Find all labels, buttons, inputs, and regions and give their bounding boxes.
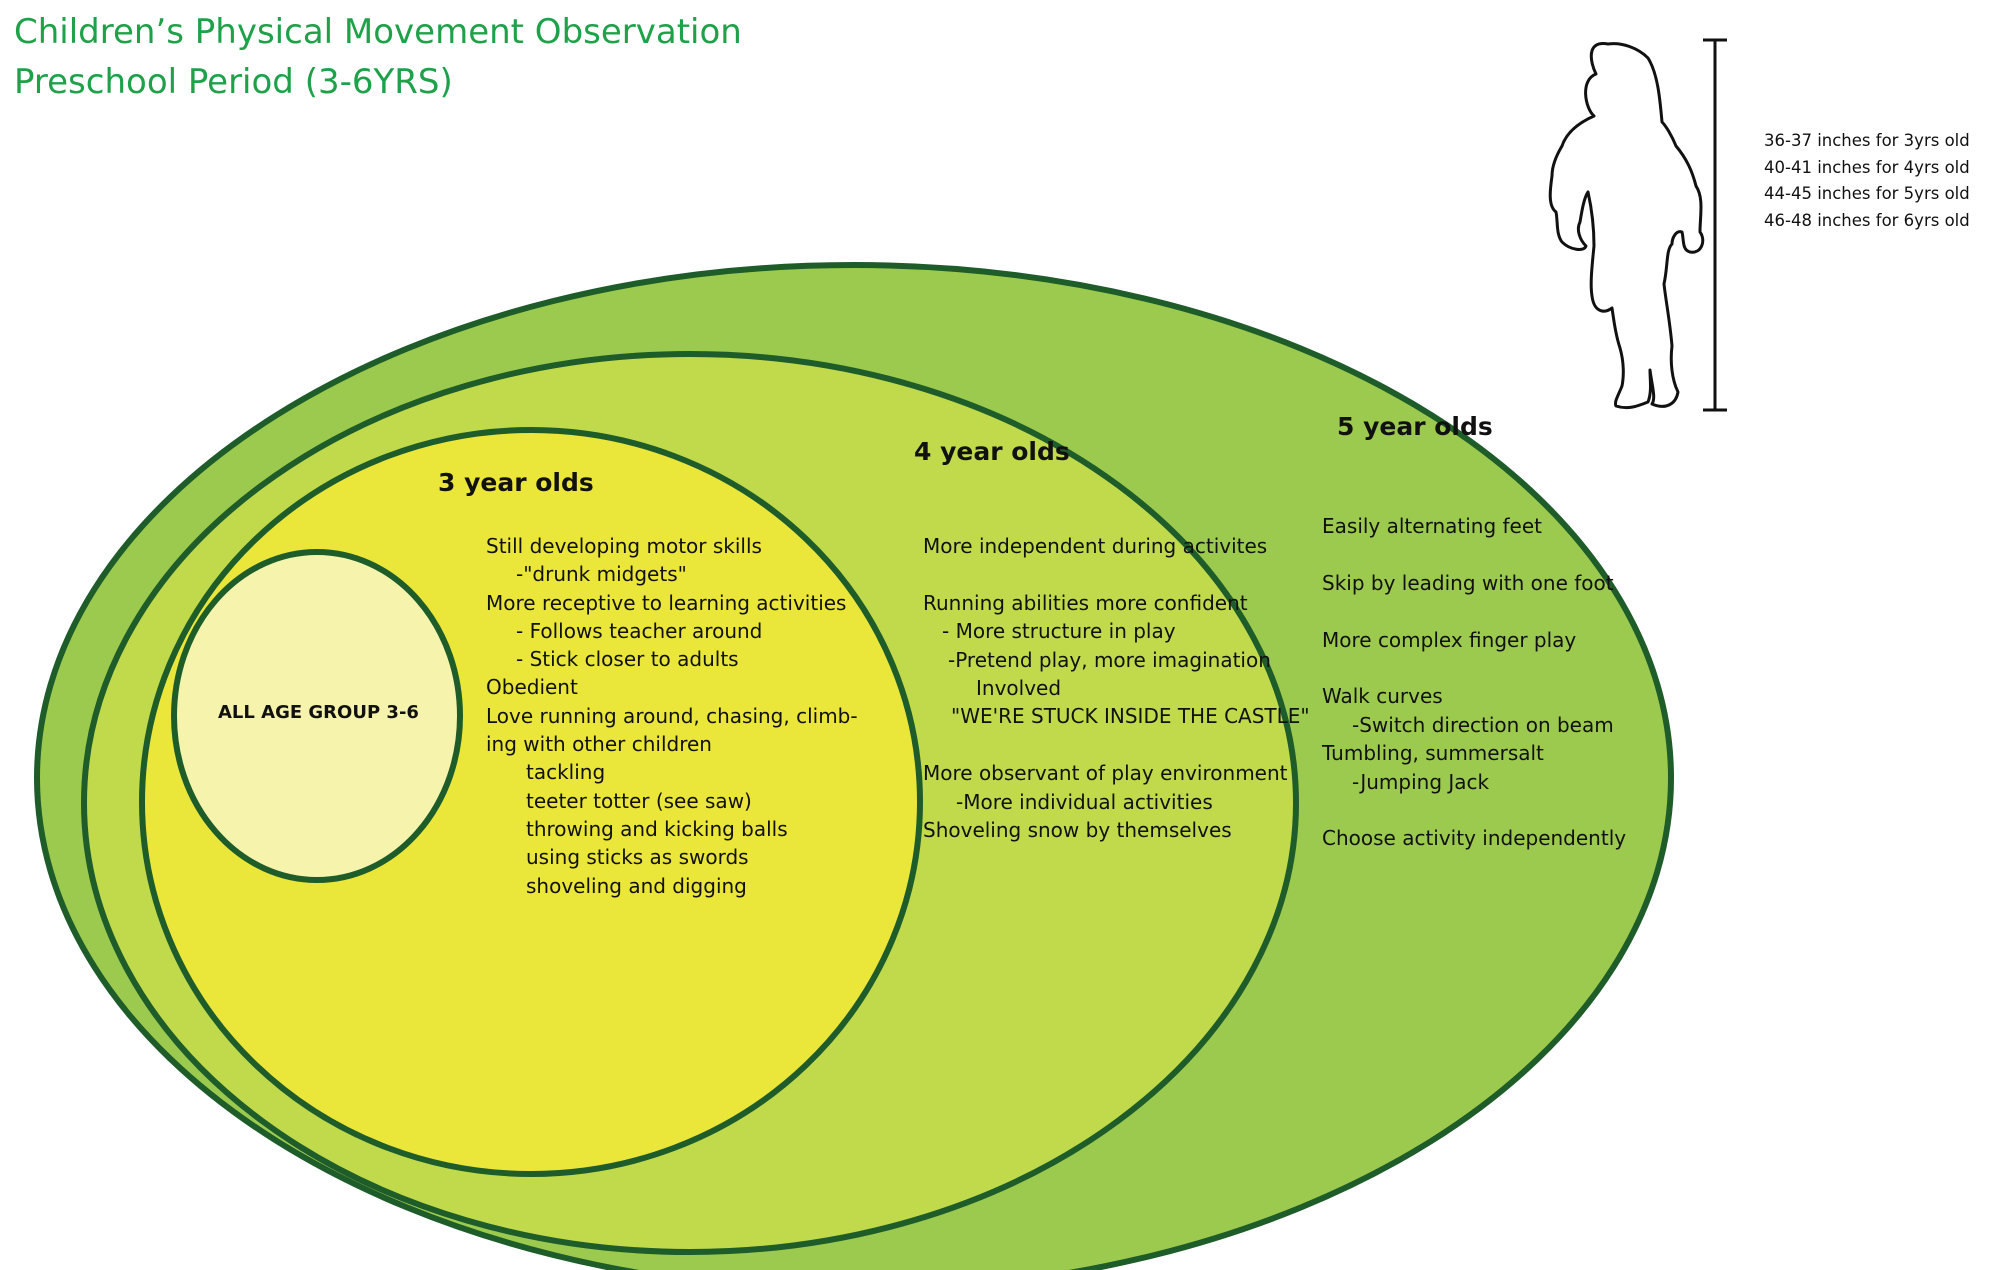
list-item: "WE'RE STUCK INSIDE THE CASTLE" (951, 704, 1310, 729)
list-item: 46-48 inches for 6yrs old (1764, 210, 1970, 230)
list-item: Skip by leading with one foot (1322, 570, 1614, 595)
core-label: ALL AGE GROUP 3-6 (218, 702, 419, 723)
height-scale-bar (1703, 38, 1727, 412)
list-item: Easily alternating feet (1322, 514, 1542, 538)
height-reference-list: 36-37 inches for 3yrs old 40-41 inches f… (1764, 128, 1970, 234)
list-item: 44-45 inches for 5yrs old (1764, 184, 1970, 203)
list-item: 40-41 inches for 4yrs old (1764, 157, 1970, 177)
list-item: More independent during activites (923, 534, 1268, 558)
child-silhouette-icon (1548, 42, 1705, 410)
list-item: throwing and kicking balls (526, 816, 788, 841)
list-item: Still developing motor skills (486, 534, 762, 558)
list-item: tackling (526, 760, 606, 785)
list-item: Shoveling snow by themselves (923, 818, 1232, 843)
list-item: shoveling and digging (526, 873, 747, 898)
list-item: More observant of play environment (923, 761, 1288, 786)
list-item: ​ (1322, 654, 1626, 682)
list-item: Running abilities more confident (923, 590, 1248, 615)
list-item: -More individual activities (956, 789, 1213, 814)
list-3-year-olds: Still developing motor skills -"drunk mi… (486, 532, 858, 900)
list-item: - Follows teacher around (516, 618, 763, 643)
list-item: Walk curves (1322, 684, 1443, 709)
heading-5-year-olds: 5 year olds (1337, 412, 1493, 441)
list-item: Obedient (486, 675, 578, 700)
list-item: Involved (976, 676, 1062, 701)
list-item: ​ (1322, 796, 1626, 824)
list-item: ​ (923, 731, 1310, 759)
list-item: - Stick closer to adults (516, 647, 739, 672)
list-item: -"drunk midgets" (516, 562, 687, 587)
list-item: ing with other children (486, 732, 712, 757)
list-item: -Jumping Jack (1352, 769, 1490, 794)
list-item: More complex finger play (1322, 627, 1577, 652)
list-item: 36-37 inches for 3yrs old (1764, 131, 1970, 150)
diagram-title-line2: Preschool Period (3-6YRS) (14, 62, 453, 102)
list-item: -Switch direction on beam (1352, 712, 1614, 737)
list-item: More receptive to learning activities (486, 590, 847, 615)
list-5-year-olds: Easily alternating feet ​ Skip by leadin… (1322, 512, 1626, 853)
list-item: using sticks as swords (526, 845, 749, 870)
heading-4-year-olds: 4 year olds (914, 437, 1070, 466)
list-item: Love running around, chasing, climb- (486, 703, 858, 728)
list-item: ​ (1322, 540, 1626, 568)
list-item: Tumbling, summersalt (1322, 741, 1544, 766)
list-item: ​ (1322, 597, 1626, 625)
list-item: ​ (923, 560, 1310, 588)
ellipse-all-age-core (171, 549, 463, 883)
list-4-year-olds: More independent during activites ​ Runn… (923, 532, 1310, 844)
diagram-title-line1: Children’s Physical Movement Observation (14, 12, 742, 52)
list-item: - More structure in play (942, 619, 1176, 644)
heading-3-year-olds: 3 year olds (438, 468, 594, 497)
list-item: -Pretend play, more imagination (948, 647, 1271, 672)
list-item: teeter totter (see saw) (526, 788, 752, 813)
list-item: Choose activity independently (1322, 826, 1627, 851)
